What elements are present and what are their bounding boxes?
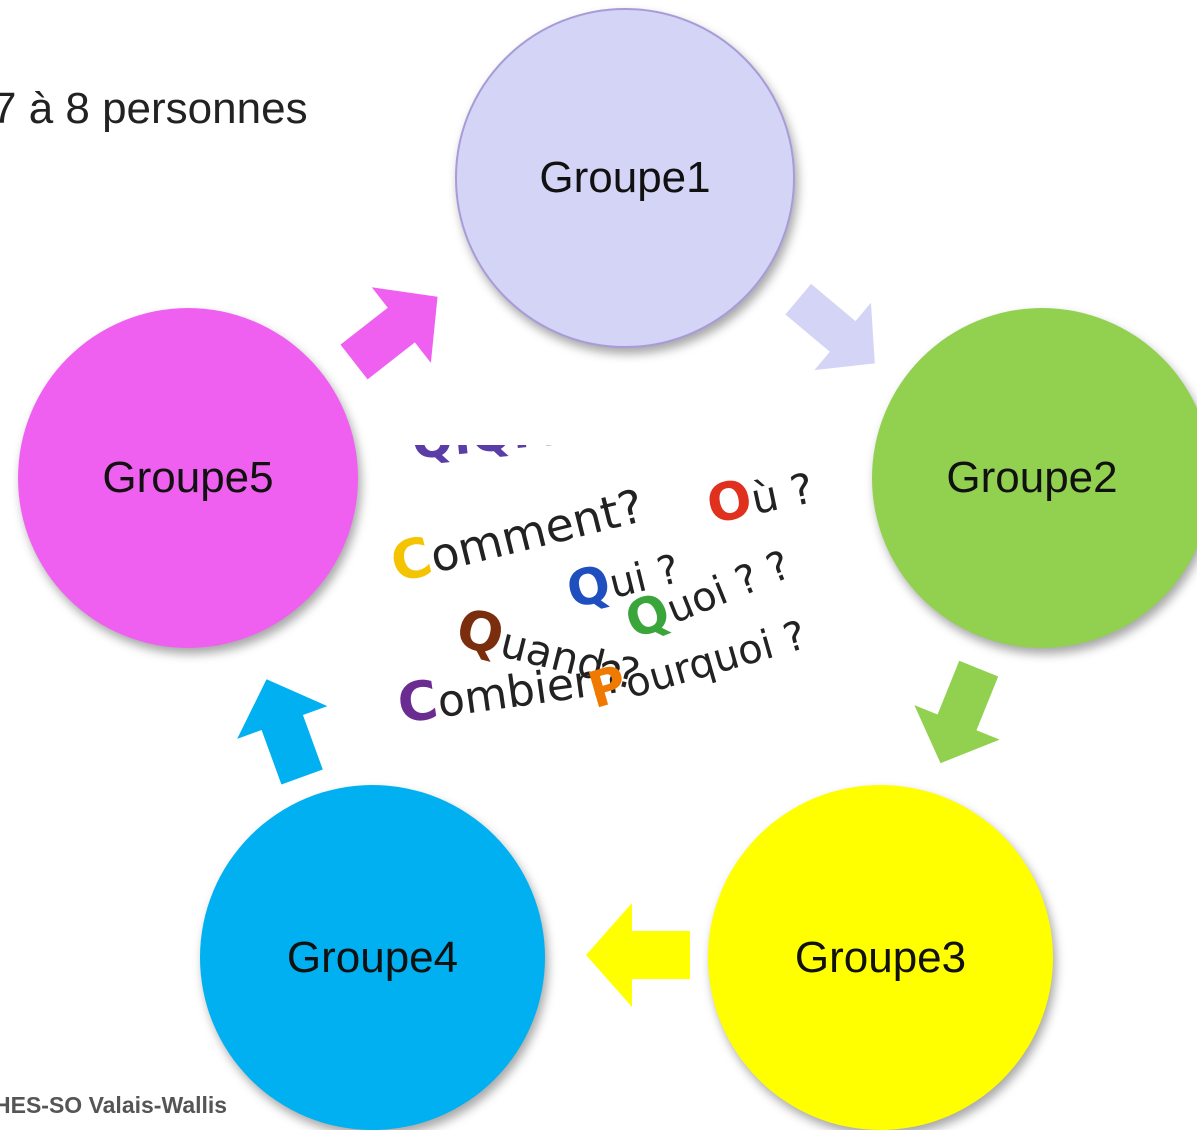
arrow-group3-to-group4 [586, 903, 690, 1007]
group-size-text: 7 à 8 personnes [0, 84, 308, 133]
node-groupe3: Groupe3 [708, 785, 1053, 1130]
node-label: Groupe5 [102, 453, 274, 502]
qqoqccp-title: Q.Q.O.Q.C.C.P. [409, 445, 799, 471]
arrow-shape [237, 679, 328, 785]
node-label: Groupe4 [286, 932, 459, 982]
node-label: Groupe2 [946, 453, 1118, 502]
node-label: Groupe3 [794, 932, 967, 982]
node-label: Groupe1 [539, 153, 711, 202]
arrow-group5-to-group1 [340, 287, 438, 380]
arrow-shape [586, 903, 690, 1007]
qqoqccp-image: Q.Q.O.Q.C.C.P. Comment? Où ? Qui ? Quand… [390, 445, 818, 740]
node-groupe2: Groupe2 [872, 308, 1197, 648]
arrow-shape [785, 283, 875, 371]
word-ou: Où ? [702, 456, 818, 536]
arrow-shape [340, 287, 438, 380]
node-groupe5: Groupe5 [18, 308, 358, 648]
organization-footer: HES-SO Valais-Wallis [0, 1092, 228, 1118]
arrow-group2-to-group3 [914, 660, 1000, 764]
word-rest: ù ? [746, 463, 818, 525]
node-groupe1: Groupe1 [455, 8, 795, 348]
arrow-group4-to-group5 [237, 679, 328, 785]
arrow-group1-to-group2 [785, 283, 875, 371]
arrow-shape [914, 660, 1000, 764]
node-groupe4: Groupe4 [200, 785, 545, 1130]
